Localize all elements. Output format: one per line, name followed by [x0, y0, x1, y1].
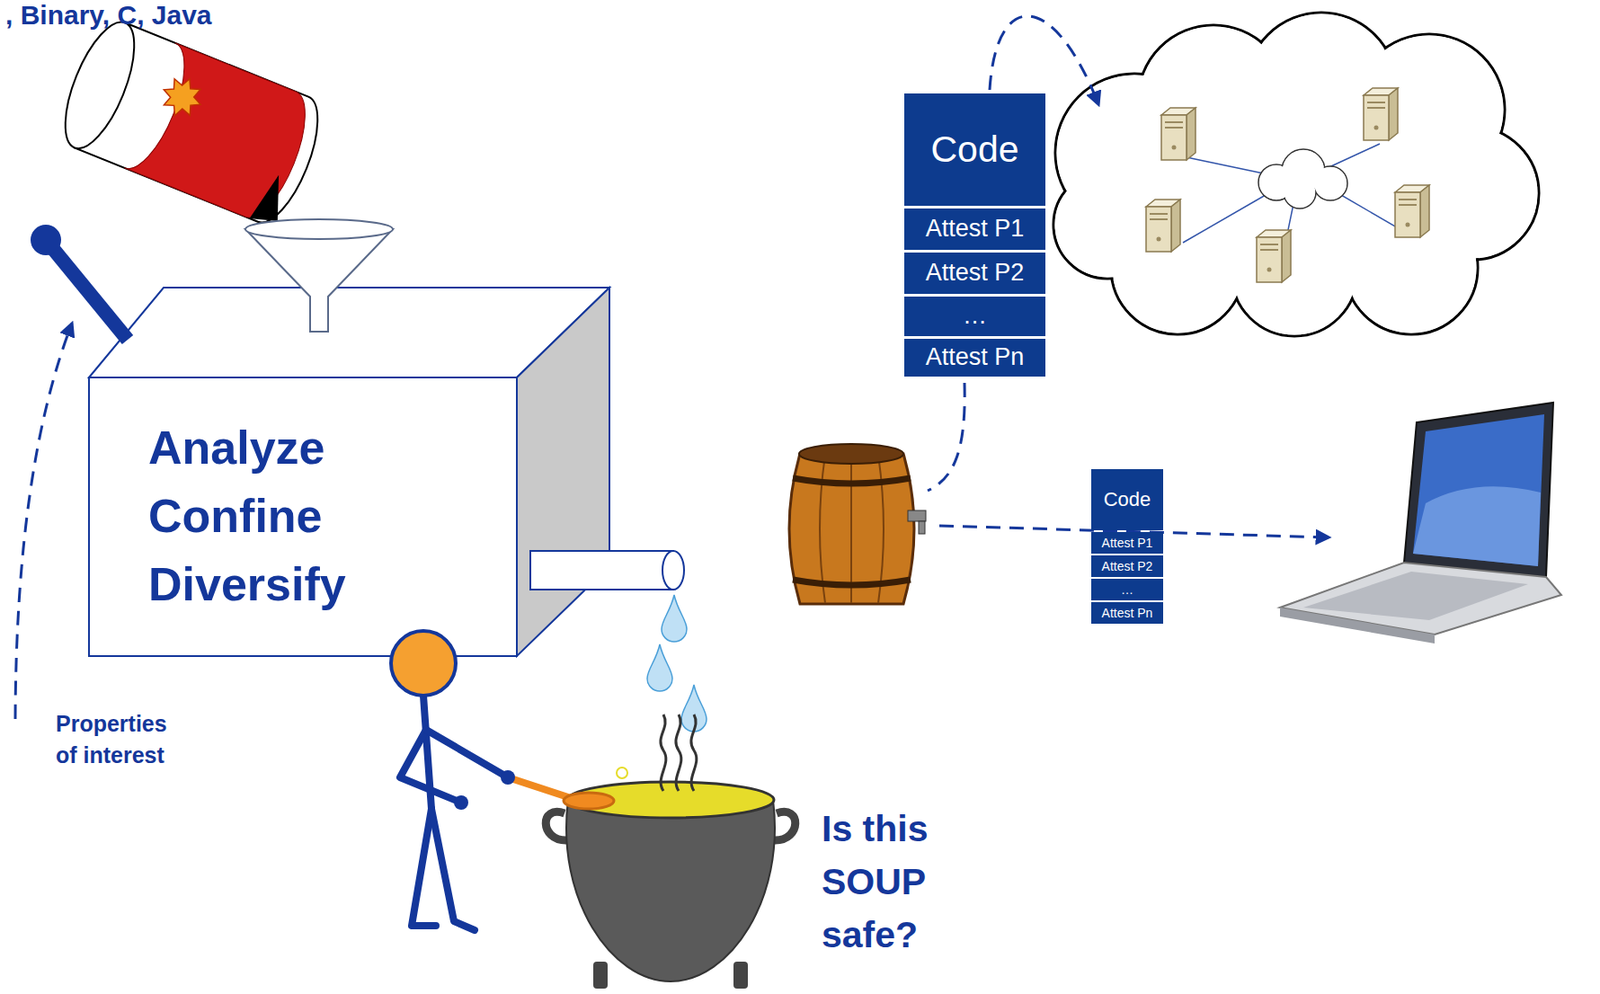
- cloud-network-part: [1055, 14, 1538, 336]
- cooking-pot-part: [733, 961, 748, 989]
- water-drops: [647, 595, 707, 732]
- box-label: Analyze Confine Diversify: [148, 414, 347, 620]
- code-stack-cell: Attest P2: [904, 252, 1046, 294]
- stack-label: Attest Pn: [1102, 605, 1154, 621]
- cook-figure: [391, 631, 614, 931]
- cooking-pot-part: [691, 714, 697, 792]
- barrel-part: [799, 444, 904, 464]
- cooking-pot-part: [566, 800, 775, 982]
- cloud-network-part: [1161, 107, 1196, 160]
- barrel-part: [918, 521, 925, 534]
- laptop-part: [1280, 607, 1435, 644]
- water-drops-part: [647, 644, 673, 692]
- code-stack-cell: …: [904, 296, 1046, 337]
- barrel: [789, 444, 926, 605]
- stack-label: Attest P1: [1102, 535, 1154, 551]
- cloud-network-part: [1146, 199, 1181, 252]
- water-drops-part: [681, 684, 707, 732]
- spout-part: [530, 551, 674, 590]
- cook-figure-part: [391, 631, 456, 696]
- funnel: [245, 219, 393, 332]
- code-stack-cell: Attest P1: [1091, 532, 1164, 554]
- cooking-pot-part: [774, 811, 796, 841]
- stack-label: Code: [1103, 488, 1152, 511]
- machine-box-part: [516, 287, 610, 657]
- code-stack-cell: Attest P1: [904, 208, 1046, 250]
- barrel-part: [792, 579, 911, 586]
- barrel-part: [850, 454, 853, 604]
- stack-label: Attest P2: [925, 258, 1025, 287]
- laptop-part: [1413, 414, 1545, 567]
- cloud-network-part: [1182, 143, 1408, 252]
- paint-can-part: [51, 13, 149, 158]
- code-stack-cell: Attest Pn: [1091, 602, 1164, 624]
- deploy-lines-part: [927, 382, 965, 491]
- paint-can-part: [124, 43, 320, 227]
- properties-arrow: [15, 323, 72, 720]
- spout-part: [662, 551, 685, 590]
- cooking-pot-part: [616, 767, 628, 779]
- laptop: [1280, 402, 1562, 644]
- funnel-part: [245, 229, 393, 332]
- machine-box-part: [88, 377, 517, 657]
- laptop-part: [1303, 571, 1529, 621]
- funnel-part: [245, 219, 393, 240]
- cook-figure-part: [453, 795, 469, 810]
- process-box: Analyze Confine Diversify: [88, 377, 517, 657]
- paint-can-part: [156, 71, 208, 123]
- cloud-network-part-part: [1314, 167, 1347, 200]
- cloud-network-part: [1053, 12, 1539, 337]
- cook-figure-part: [431, 808, 475, 931]
- code-stack-cell: Attest P2: [1091, 555, 1164, 578]
- cook-figure-part: [500, 770, 516, 785]
- stack-label: Attest Pn: [925, 343, 1025, 372]
- lever-part: [30, 224, 62, 256]
- lever: [30, 224, 128, 340]
- code-stack-cell: Code: [904, 93, 1046, 206]
- code-stack-cell: Attest Pn: [904, 338, 1046, 377]
- barrel-part: [789, 453, 915, 605]
- water-drops-part: [661, 595, 687, 642]
- paint-can: [51, 13, 332, 232]
- laptop-part: [1404, 402, 1554, 578]
- cooking-pot-part: [675, 714, 682, 792]
- cooking-pot-part: [660, 714, 667, 792]
- stack-label: …: [962, 302, 987, 330]
- annotation-label: Is this SOUP safe?: [821, 802, 975, 962]
- stack-label: Attest P1: [925, 214, 1025, 243]
- cook-figure-part: [507, 777, 569, 798]
- cloud-network-part: [1395, 185, 1430, 238]
- cloud-network-part: [1363, 88, 1398, 141]
- cloud-network-part-part: [1284, 177, 1316, 208]
- cook-figure-part: [426, 729, 508, 778]
- stack-label: …: [1120, 582, 1134, 597]
- deploy-lines-part: [989, 16, 1099, 105]
- language-label: , Binary, C, Java: [5, 1, 213, 29]
- cloud-network-part: [1258, 149, 1348, 209]
- cooking-pot-part: [593, 961, 608, 989]
- cloud-network: [1053, 12, 1539, 337]
- cooking-pot: [545, 714, 796, 989]
- barrel-part: [907, 510, 926, 522]
- laptop-part: [1413, 486, 1541, 567]
- cook-figure-part: [563, 792, 614, 809]
- cooking-pot-part: [545, 811, 567, 841]
- code-stack-cell: Code: [1091, 469, 1164, 531]
- spout: [530, 551, 685, 590]
- cloud-network-part: [1256, 230, 1291, 283]
- barrel-part: [792, 478, 911, 484]
- lever-part: [45, 240, 128, 340]
- cloud-network-part: [1259, 150, 1347, 208]
- annotation-label: Properties of interest: [55, 708, 182, 772]
- stack-label: Attest P2: [1102, 559, 1154, 574]
- stack-label: Code: [930, 128, 1019, 171]
- machine-box: [88, 287, 610, 657]
- code-stack-cell: …: [1091, 578, 1164, 601]
